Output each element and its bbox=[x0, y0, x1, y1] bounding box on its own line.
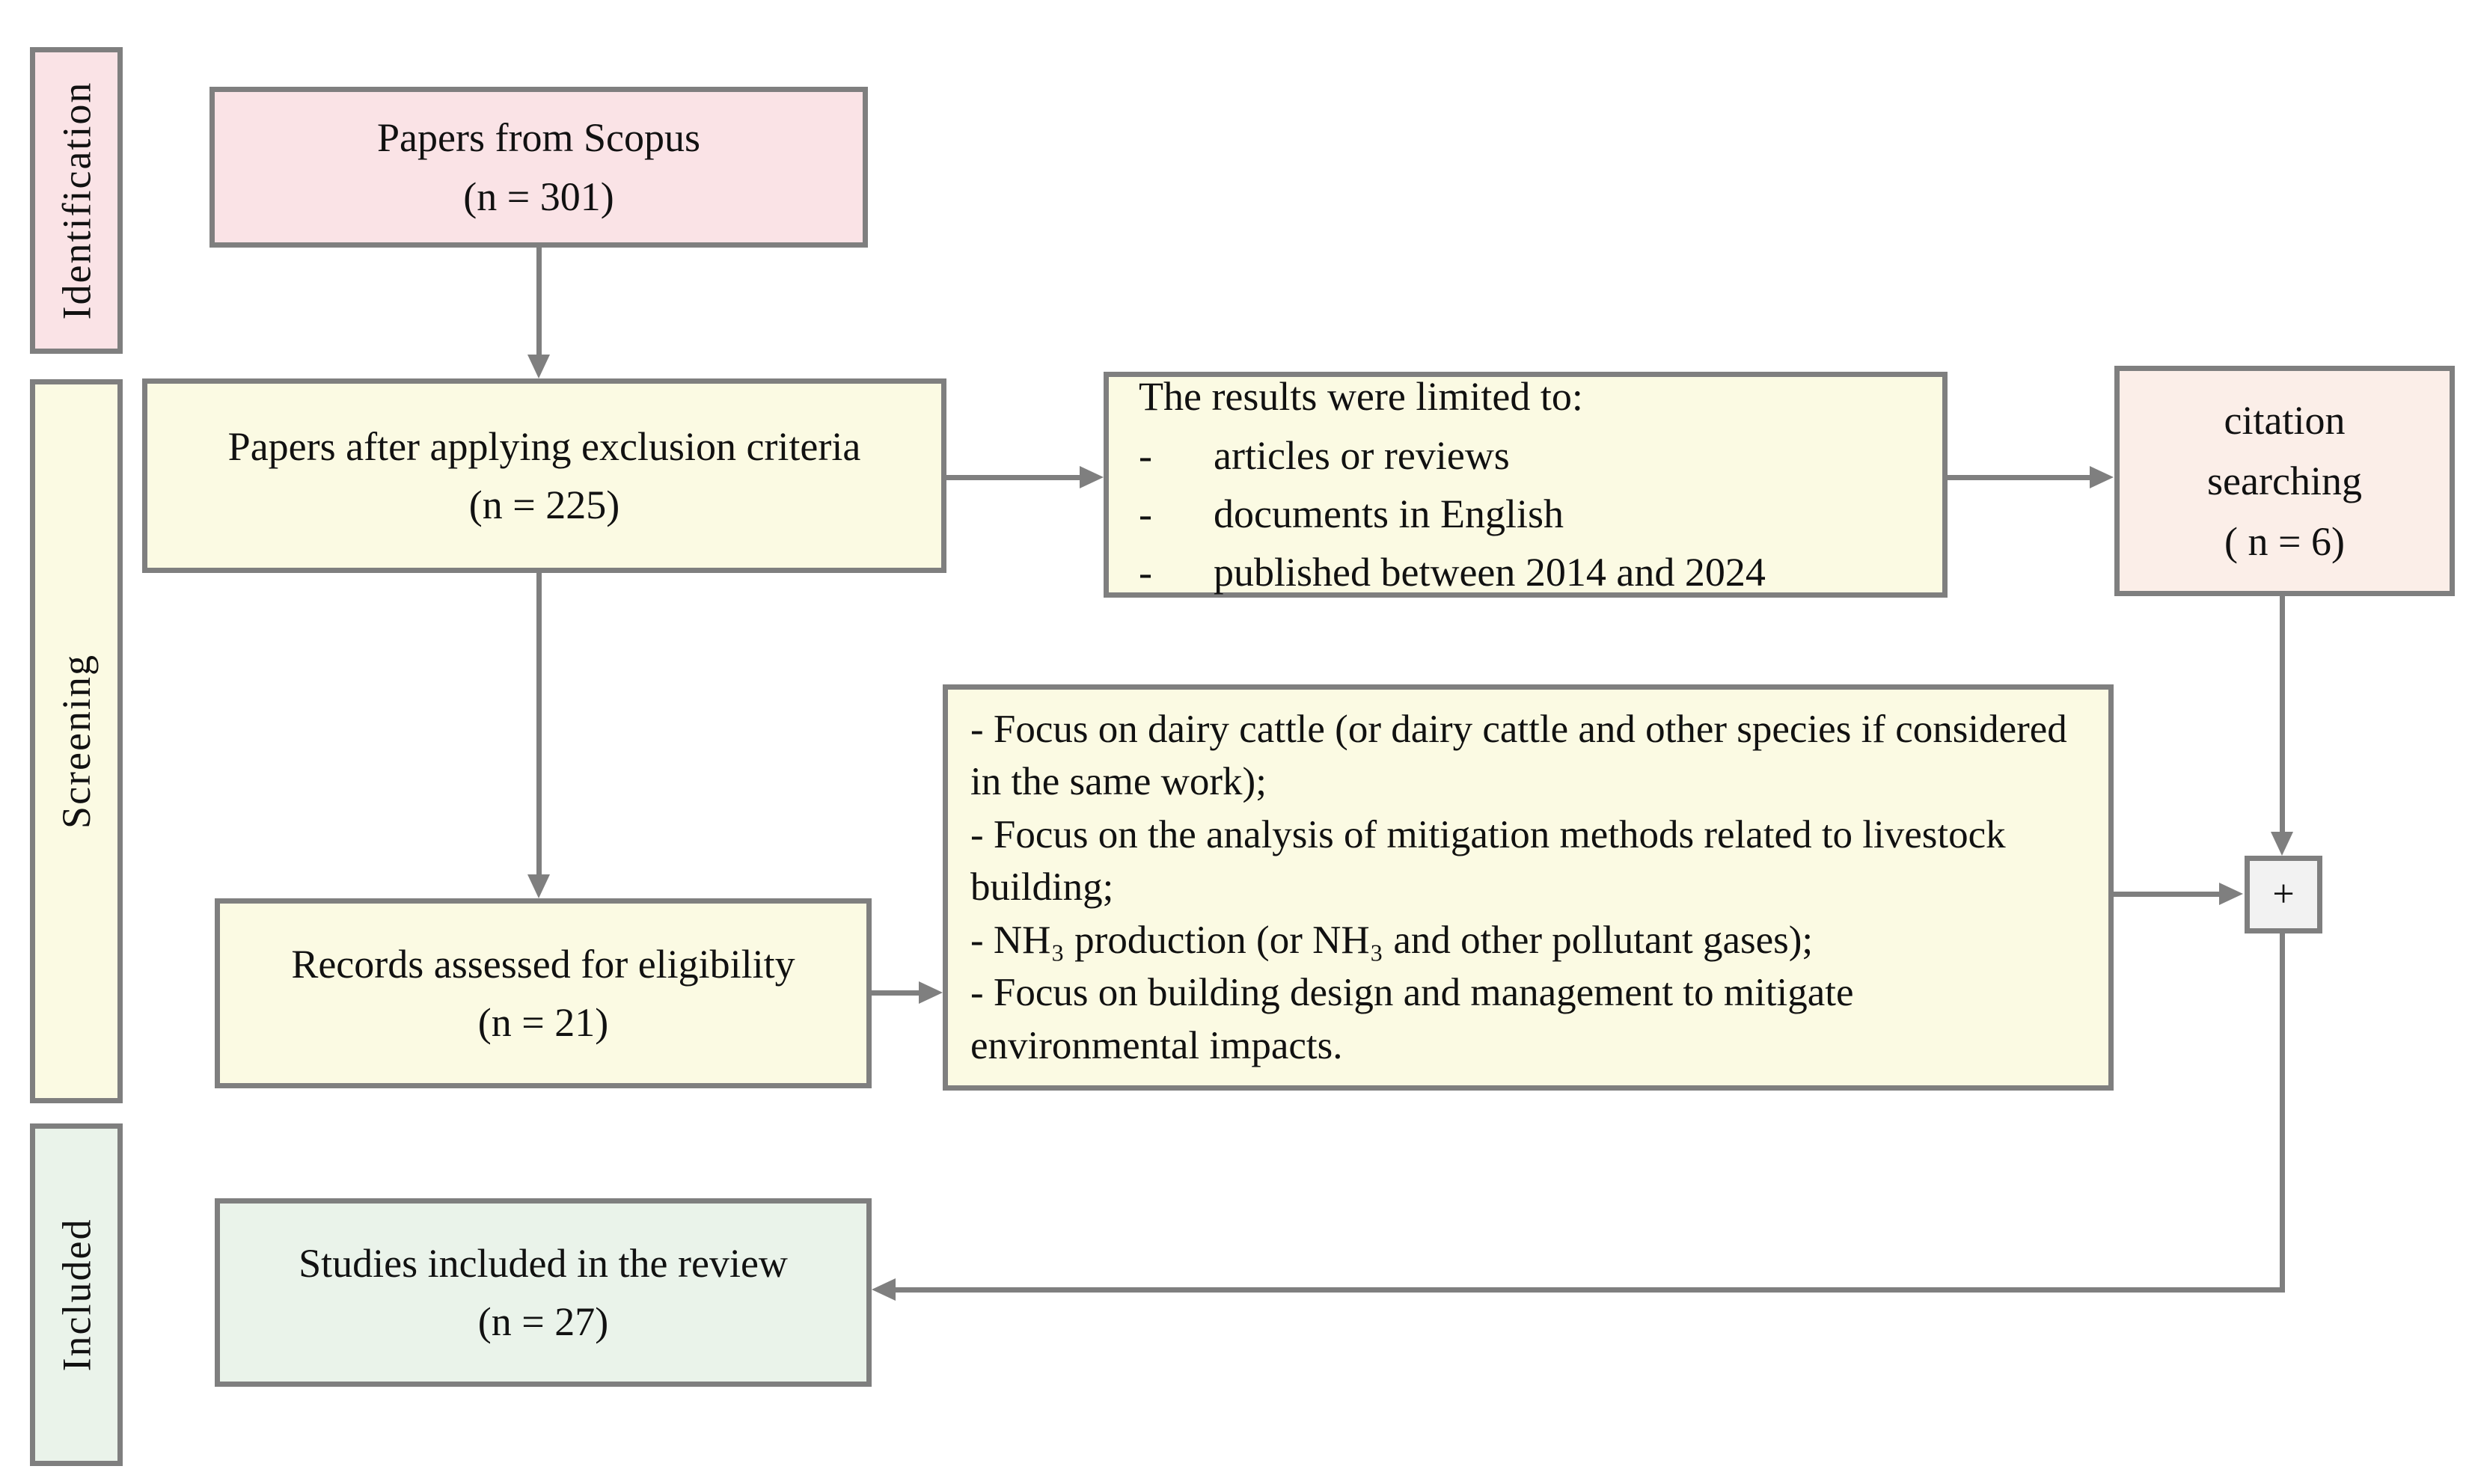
node-eligibility-criteria: - Focus on dairy cattle (or dairy cattle… bbox=[943, 684, 2114, 1091]
stage-band-screening: Screening bbox=[30, 379, 123, 1103]
node-studies-included: Studies included in the review (n = 27) bbox=[215, 1198, 872, 1387]
stage-label-identification: Identification bbox=[54, 81, 100, 320]
node-title-line: citation bbox=[2224, 397, 2346, 443]
node-papers-from-scopus: Papers from Scopus (n = 301) bbox=[209, 87, 868, 248]
limits-item-row: - published between 2014 and 2024 bbox=[1139, 543, 1920, 601]
stage-band-identification: Identification bbox=[30, 47, 123, 354]
plus-symbol: + bbox=[2272, 873, 2295, 916]
node-title: Papers after applying exclusion criteria bbox=[227, 423, 861, 469]
connector-exclusion-to-records bbox=[536, 573, 542, 876]
node-title: Papers from Scopus bbox=[377, 115, 700, 161]
node-count: (n = 225) bbox=[468, 482, 620, 527]
connector-scopus-to-exclusion bbox=[536, 248, 542, 356]
arrowhead-criteria-to-merge bbox=[2219, 883, 2243, 905]
connector-citation-to-merge bbox=[2280, 596, 2285, 833]
arrowhead-limits-to-citation bbox=[2090, 466, 2114, 488]
connector-merge-down bbox=[2280, 933, 2285, 1293]
node-citation-searching: citation searching ( n = 6) bbox=[2114, 366, 2455, 596]
node-title: Studies included in the review bbox=[299, 1240, 788, 1286]
node-records-assessed: Records assessed for eligibility (n = 21… bbox=[215, 898, 872, 1088]
stage-label-included: Included bbox=[54, 1218, 100, 1372]
arrowhead-scopus-to-exclusion bbox=[527, 355, 550, 378]
arrowhead-records-to-criteria bbox=[919, 981, 943, 1004]
limits-item-row: - articles or reviews bbox=[1139, 426, 1920, 485]
limits-title: The results were limited to: bbox=[1139, 374, 1583, 420]
node-results-limited-to: The results were limited to: - articles … bbox=[1104, 372, 1948, 598]
arrowhead-citation-to-merge bbox=[2271, 832, 2293, 856]
criteria-item: - Focus on dairy cattle (or dairy cattle… bbox=[970, 707, 2067, 804]
limits-item-row: - documents in English bbox=[1139, 485, 1920, 543]
node-count: (n = 27) bbox=[477, 1299, 609, 1344]
arrowhead-exclusion-to-limits bbox=[1080, 466, 1104, 488]
node-count: (n = 301) bbox=[463, 174, 614, 219]
node-title: Records assessed for eligibility bbox=[291, 941, 795, 987]
limits-item: articles or reviews bbox=[1214, 432, 1510, 478]
limits-bullet: - bbox=[1139, 550, 1152, 595]
stage-band-included: Included bbox=[30, 1123, 123, 1466]
arrowhead-exclusion-to-records bbox=[527, 874, 550, 898]
limits-item: published between 2014 and 2024 bbox=[1214, 550, 1766, 595]
node-papers-after-exclusion: Papers after applying exclusion criteria… bbox=[142, 378, 946, 573]
arrowhead-merge-to-studies bbox=[872, 1278, 896, 1301]
node-title-line: searching bbox=[2207, 458, 2362, 503]
node-count: (n = 21) bbox=[477, 1000, 609, 1045]
node-count: ( n = 6) bbox=[2224, 518, 2345, 564]
connector-records-to-criteria bbox=[872, 990, 920, 996]
criteria-item: - Focus on building design and managemen… bbox=[970, 971, 1854, 1067]
connector-merge-to-studies bbox=[896, 1287, 2285, 1293]
connector-limits-to-citation bbox=[1948, 475, 2090, 480]
limits-item: documents in English bbox=[1214, 491, 1564, 536]
limits-bullet: - bbox=[1139, 432, 1152, 478]
stage-label-screening: Screening bbox=[54, 654, 100, 829]
connector-exclusion-to-limits bbox=[946, 475, 1081, 480]
criteria-item: - NH₃ production (or NH₃ and other pollu… bbox=[970, 918, 1814, 962]
node-merge-plus: + bbox=[2245, 856, 2322, 933]
limits-bullet: - bbox=[1139, 491, 1152, 536]
criteria-item: - Focus on the analysis of mitigation me… bbox=[970, 812, 2006, 910]
connector-criteria-to-merge bbox=[2114, 892, 2221, 897]
